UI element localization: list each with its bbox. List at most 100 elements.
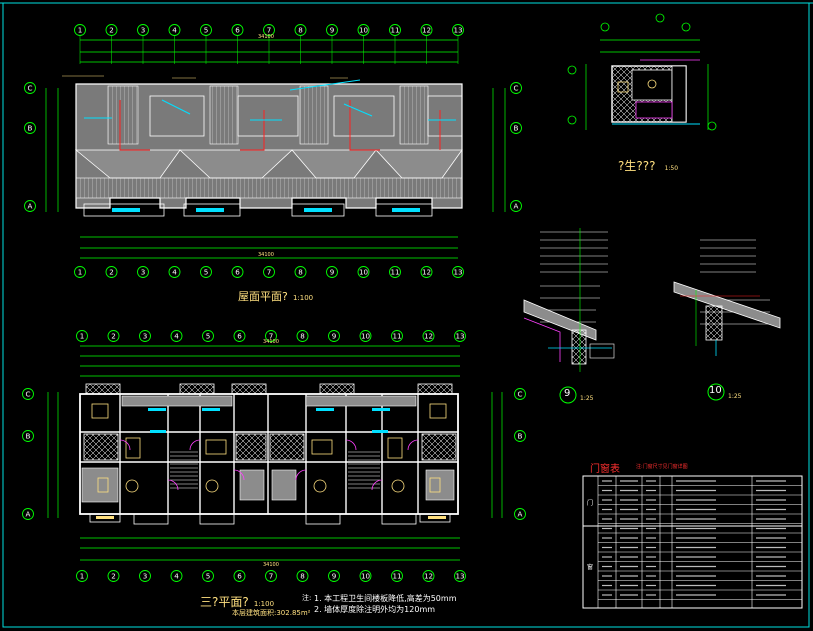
floor-axis-top-10-circle [359, 330, 372, 342]
floor-axis-top-6-label: 6 [237, 331, 242, 340]
roof-axis-bottom-3-label: 3 [141, 267, 146, 276]
floor-axis-bottom-4-circle [170, 570, 183, 582]
floor-axis-top-2-circle [107, 330, 120, 342]
roof-axis-top-13-label: 13 [453, 25, 462, 34]
floor-note-2: 2. 墙体厚度除注明外均为120mm [314, 605, 436, 614]
roof-axis-bottom-4-circle [168, 266, 181, 278]
toilet-detail [567, 13, 717, 131]
toilet-detail-title-text: ?生??? [618, 159, 656, 173]
floor-axis-bottom-1-label: 1 [80, 571, 85, 580]
floor-overall-dim-bottom: 34100 [263, 562, 279, 568]
floor-axis-top-5-circle [202, 330, 214, 342]
floor-axis-left-A-circle [22, 508, 34, 520]
floor-axis-bottom-13-circle [454, 570, 466, 582]
roof-axis-top-4-circle [168, 24, 181, 36]
floor-axis-bottom-1-circle [76, 570, 88, 582]
roof-axis-right-C-circle [510, 82, 522, 94]
roof-axis-top-8-circle [294, 24, 307, 36]
roof-axis-bottom-2-label: 2 [109, 267, 114, 276]
roof-axis-bottom-13-circle [452, 266, 464, 278]
floor-axis-bottom-2-label: 2 [111, 571, 116, 580]
floor-axis-bottom-11-label: 11 [392, 571, 401, 580]
floor-axis-bottom-13-label: 13 [455, 571, 464, 580]
floor-axis-right-A-circle [514, 508, 526, 520]
floor-axis-top-8-circle [296, 330, 309, 342]
roof-axis-bottom-5-label: 5 [204, 267, 209, 276]
roof-axis-bottom-4-label: 4 [172, 267, 177, 276]
roof-axis-right-B-circle [510, 122, 522, 134]
floor-axis-top-12-label: 12 [424, 331, 433, 340]
floor-axis-bottom-7-label: 7 [269, 571, 274, 580]
roof-axis-top-11-circle [389, 24, 401, 36]
roof-axis-top-6-label: 6 [235, 25, 240, 34]
floor-axis-right-C-circle [514, 388, 526, 400]
floor-axis-right-C-label: C [518, 389, 523, 398]
roof-axis-bottom-7-label: 7 [267, 267, 272, 276]
floor-axis-bottom-6-label: 6 [237, 571, 242, 580]
floor-axis-bottom-12-label: 12 [424, 571, 433, 580]
floor-axis-top-11-circle [391, 330, 403, 342]
roof-overall-dim-top: 34100 [258, 34, 274, 40]
floor-axis-top-10-label: 10 [361, 331, 371, 340]
roof-axis-top-12-label: 12 [422, 25, 431, 34]
roof-axis-bottom-13-label: 13 [453, 267, 462, 276]
roof-axis-bottom-6-label: 6 [235, 267, 240, 276]
floor-axis-top-8-label: 8 [300, 331, 305, 340]
floor-axis-top-4-circle [170, 330, 183, 342]
floor-axis-top-9-circle [328, 330, 340, 342]
roof-axis-top-5-circle [200, 24, 212, 36]
floor-plan [47, 345, 503, 561]
roof-axis-bottom-8-circle [294, 266, 307, 278]
door-window-table [582, 475, 803, 609]
floor-axis-bottom-11-circle [391, 570, 403, 582]
roof-axis-top-2-label: 2 [109, 25, 114, 34]
roof-axis-bottom-11-label: 11 [390, 267, 399, 276]
roof-axis-bottom-1-label: 1 [78, 267, 83, 276]
floor-axis-bottom-8-circle [296, 570, 309, 582]
floor-axis-left-A-label: A [26, 509, 31, 518]
floor-axis-top-3-circle [139, 330, 151, 342]
floor-axis-bottom-6-circle [233, 570, 246, 582]
floor-axis-left-B-circle [22, 430, 34, 442]
floor-axis-right-A-label: A [518, 509, 523, 518]
roof-axis-right-C-label: C [514, 83, 519, 92]
roof-axis-top-1-label: 1 [78, 25, 83, 34]
floor-axis-bottom-5-circle [202, 570, 214, 582]
roof-axis-top-8-label: 8 [298, 25, 303, 34]
door-window-table-title: 门窗表 [590, 464, 620, 475]
floor-axis-top-6-circle [233, 330, 246, 342]
floor-axis-bottom-2-circle [107, 570, 120, 582]
table-group-door: 门 [587, 500, 594, 507]
roof-axis-left-B-label: B [28, 123, 33, 132]
detail-9-id: 9 [564, 388, 571, 399]
roof-axis-top-12-circle [420, 24, 433, 36]
roof-axis-top-10-label: 10 [359, 25, 369, 34]
roof-plan [45, 36, 506, 259]
roof-axis-bottom-3-circle [137, 266, 149, 278]
floor-axis-top-12-circle [422, 330, 435, 342]
floor-axis-top-9-label: 9 [332, 331, 337, 340]
detail-10 [673, 239, 781, 356]
roof-axis-top-3-label: 3 [141, 25, 146, 34]
floor-axis-bottom-3-circle [139, 570, 151, 582]
floor-overall-dim-top: 34100 [263, 339, 279, 345]
floor-axis-left-C-circle [22, 388, 34, 400]
roof-axis-left-C-label: C [28, 83, 33, 92]
floor-axis-top-4-label: 4 [174, 331, 179, 340]
floor-notes-label: 注: [302, 594, 312, 602]
toilet-detail-title: ?生??? 1:50 [618, 155, 678, 174]
floor-axis-left-B-label: B [26, 431, 31, 440]
roof-axis-bottom-9-circle [326, 266, 338, 278]
floor-axis-top-7-label: 7 [269, 331, 274, 340]
floor-axis-top-1-circle [76, 330, 88, 342]
roof-axis-bottom-12-label: 12 [422, 267, 431, 276]
detail-9-bubble [559, 386, 577, 404]
floor-axis-bottom-9-circle [328, 570, 340, 582]
door-window-table-subtitle: 注:门窗尺寸见门窗详图 [636, 464, 688, 470]
floor-note-1: 1. 本工程卫生间楼板降低,高差为50mm [314, 594, 457, 603]
floor-axis-bottom-8-label: 8 [300, 571, 305, 580]
roof-axis-right-B-label: B [514, 123, 519, 132]
roof-axis-left-A-label: A [28, 201, 33, 210]
